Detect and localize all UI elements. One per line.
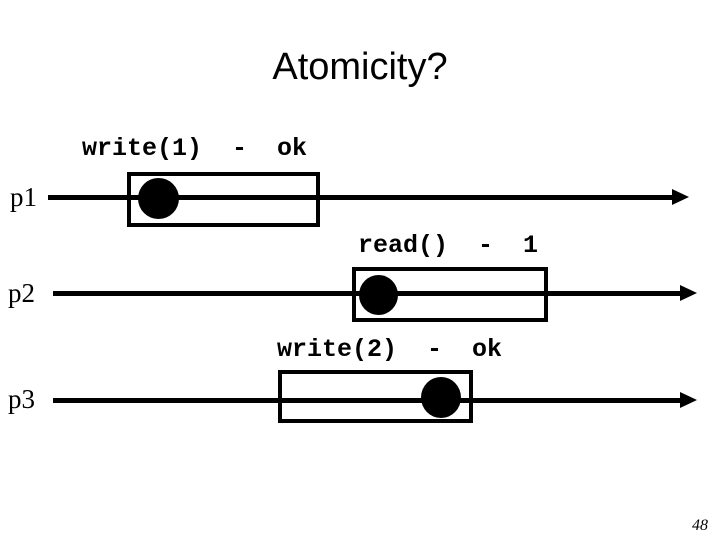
process-label-p3: p3 xyxy=(8,384,35,414)
process-label-p1: p1 xyxy=(10,182,37,212)
timeline-line-p3 xyxy=(53,398,680,403)
arrowhead-icon xyxy=(680,392,697,408)
operation-box-p2 xyxy=(352,267,548,322)
event-dot-icon xyxy=(359,275,398,315)
event-dot-icon xyxy=(421,377,461,418)
operation-label-write2: write(2) - ok xyxy=(277,335,503,364)
slide-title: Atomicity? xyxy=(272,46,448,88)
event-dot-icon xyxy=(138,178,179,219)
operation-label-read: read() - 1 xyxy=(358,231,539,260)
page-number: 48 xyxy=(692,517,708,534)
timeline-line-p1 xyxy=(48,195,673,200)
arrowhead-icon xyxy=(680,285,697,301)
operation-label-write1: write(1) - ok xyxy=(82,134,308,163)
operation-box-p3 xyxy=(278,370,473,423)
process-label-p2: p2 xyxy=(8,278,35,308)
arrowhead-icon xyxy=(672,189,689,205)
operation-box-p1 xyxy=(127,172,320,227)
